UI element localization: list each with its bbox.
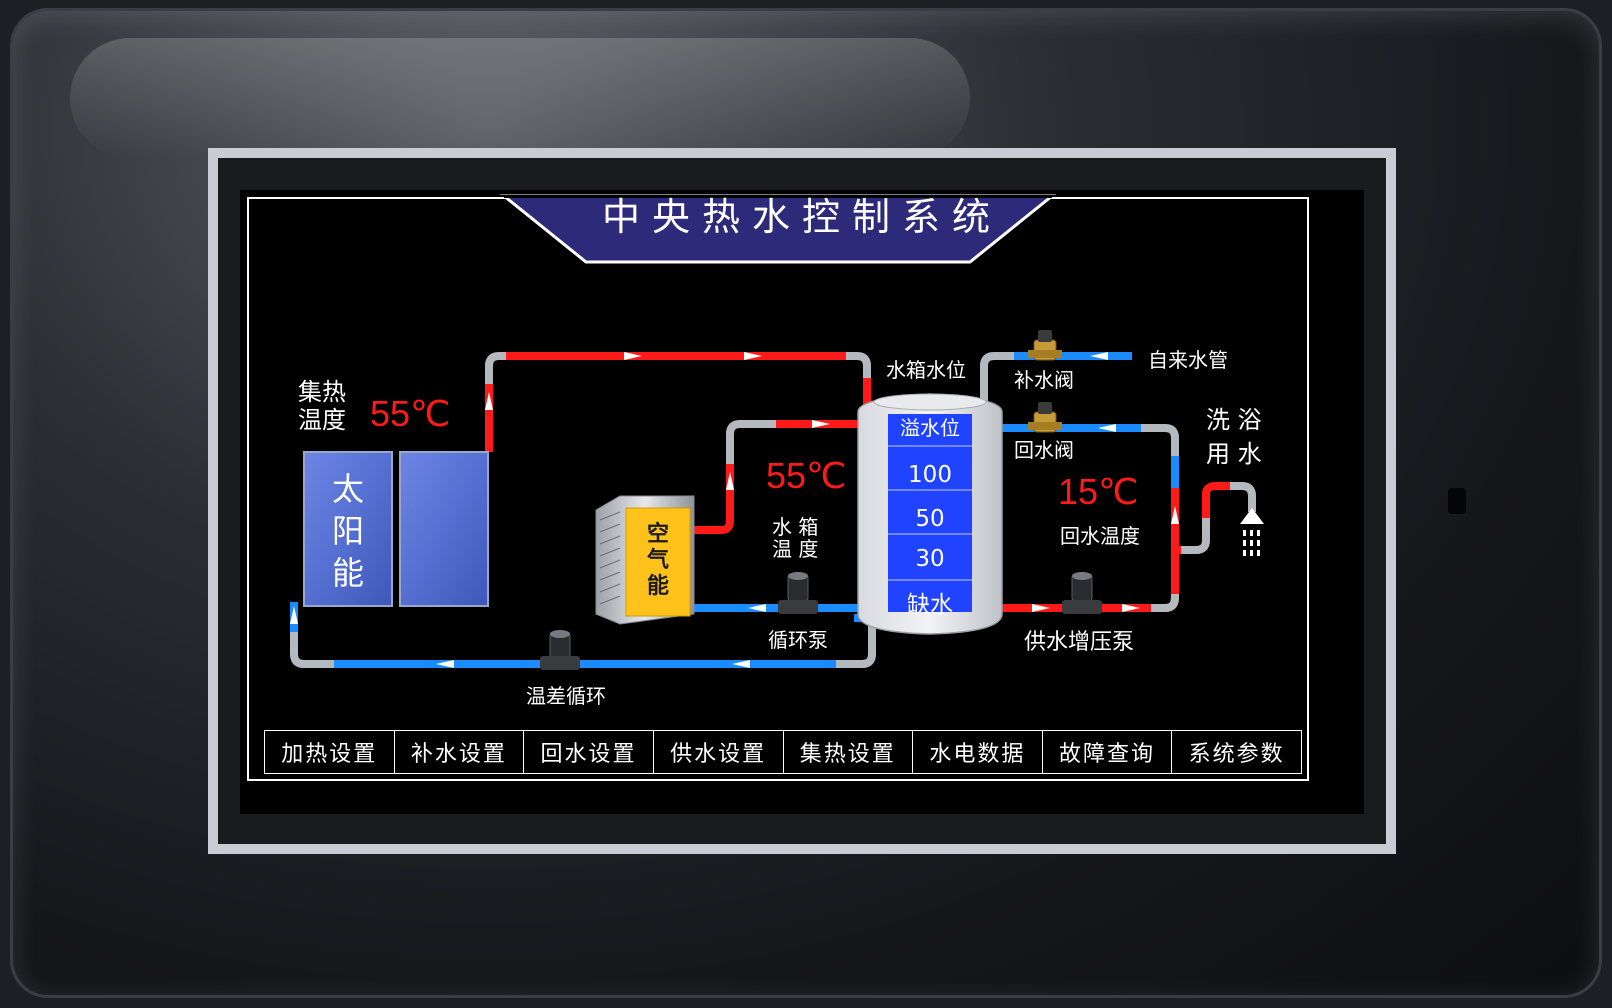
nav-return-settings[interactable]: 回水设置: [524, 731, 654, 773]
tank-temp-label-1: 水 箱: [772, 515, 819, 539]
heat-pump-label: 空气能: [646, 522, 669, 599]
hmi-screen: 中央热水控制系统 集热 温度 55℃ 太阳能 空气能 55℃ 水 箱 温 度 水…: [240, 190, 1364, 814]
return-valve-icon: [1028, 402, 1062, 433]
settings-nav-bar: 加热设置 补水设置 回水设置 供水设置 集热设置 水电数据 故障查询 系统参数: [264, 730, 1302, 774]
booster-pump-icon: [1062, 572, 1102, 614]
nav-supply-settings[interactable]: 供水设置: [654, 731, 784, 773]
tap-water-label: 自来水管: [1148, 348, 1228, 372]
level-overflow: 溢水位: [900, 416, 960, 440]
level-30: 30: [915, 546, 945, 572]
light-sensor: [1448, 488, 1466, 514]
nav-makeup-settings[interactable]: 补水设置: [395, 731, 525, 773]
bezel-sheen: [70, 38, 970, 158]
circulation-pump-icon: [778, 572, 818, 614]
nav-system-params[interactable]: 系统参数: [1188, 742, 1285, 767]
nav-fault-query[interactable]: 故障查询: [1043, 731, 1173, 773]
makeup-valve-icon: [1028, 330, 1062, 361]
level-empty: 缺水: [907, 592, 953, 618]
return-temperature: 15℃: [1058, 471, 1139, 512]
solar-temperature: 55℃: [370, 393, 451, 434]
solar-temp-label-line1: 集热: [298, 378, 346, 406]
circulation-pump-label: 循环泵: [768, 628, 828, 652]
return-valve-label: 回水阀: [1014, 438, 1074, 462]
solar-panel-label: 太阳能: [331, 470, 364, 592]
return-temp-label: 回水温度: [1060, 524, 1140, 548]
differential-pump-icon: [540, 630, 580, 670]
solar-hot-pipe: [485, 352, 871, 452]
tank-level-label: 水箱水位: [886, 358, 966, 382]
level-100: 100: [908, 462, 952, 488]
page-title: 中央热水控制系统: [601, 195, 1002, 239]
nav-collector-settings[interactable]: 集热设置: [784, 731, 914, 773]
nav-utility-data[interactable]: 水电数据: [913, 731, 1043, 773]
shower-head-icon: [1240, 508, 1264, 556]
flow-arrows: [290, 352, 1179, 668]
shower-label-line2: 用 水: [1206, 440, 1262, 468]
system-diagram: [247, 194, 1309, 781]
heat-pump-unit: [595, 495, 695, 625]
shower-label-line1: 洗 浴: [1206, 406, 1262, 434]
solar-temp-label-line2: 温度: [298, 406, 346, 434]
booster-pump-label: 供水增压泵: [1024, 630, 1135, 655]
makeup-valve-label: 补水阀: [1014, 368, 1074, 392]
solar-panels: [303, 451, 489, 607]
water-tank: [857, 393, 1003, 635]
nav-heating-settings[interactable]: 加热设置: [265, 731, 395, 773]
tank-temp-label-2: 温 度: [772, 537, 819, 561]
level-50: 50: [915, 506, 945, 532]
heat-pump-temperature: 55℃: [766, 455, 847, 496]
differential-pump-label: 温差循环: [526, 684, 606, 708]
shower-pipe: [1171, 482, 1256, 554]
